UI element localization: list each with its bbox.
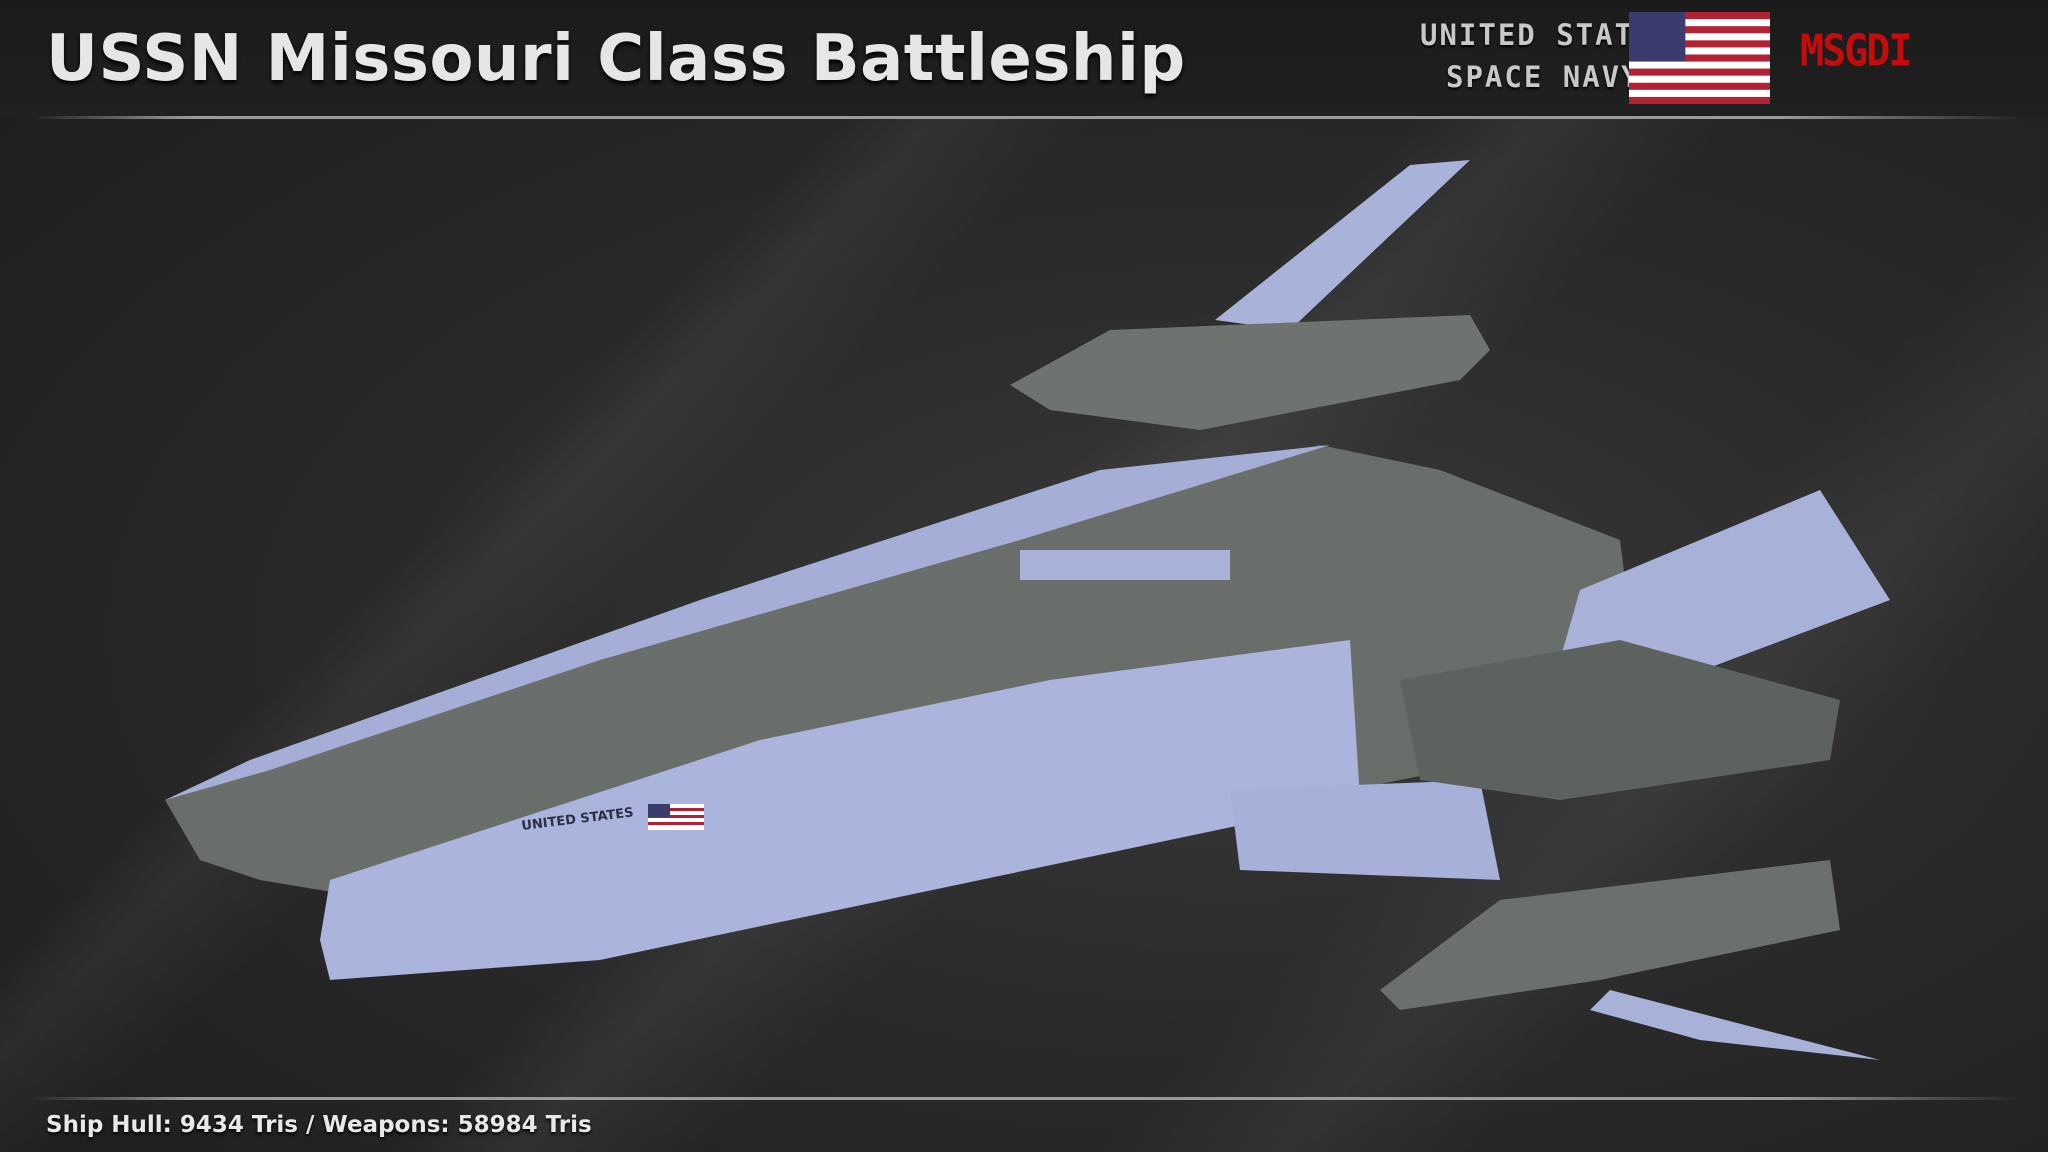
upper-fin [1215,160,1470,330]
msgdi-logo: MSGDI [1800,25,1912,77]
engine-block [1400,640,1840,800]
faction-line-2: SPACE NAVY [1446,60,1641,94]
page-title: USSN Missouri Class Battleship [46,22,1186,96]
stern-fin [1560,490,1890,690]
hull-edge [165,445,1330,800]
bridge-windows [1020,550,1230,580]
lower-fin [1590,990,1880,1060]
aft-hull [1230,780,1500,880]
footer-divider [30,1097,2020,1100]
us-flag-icon [1629,12,1770,104]
triangle-stats: Ship Hull: 9434 Tris / Weapons: 58984 Tr… [46,1112,592,1138]
header-divider [30,116,2020,119]
upper-pod [1010,315,1490,430]
lower-pod [1380,860,1840,1010]
lower-hull [320,640,1360,980]
